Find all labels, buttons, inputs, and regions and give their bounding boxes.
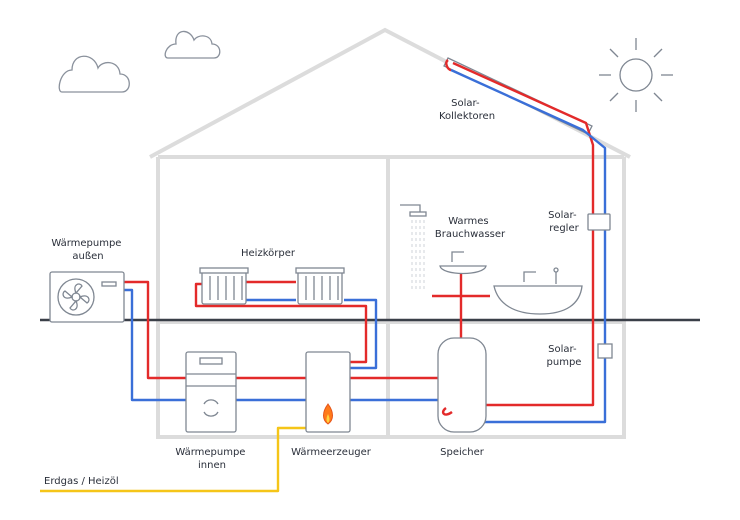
label-solar-collectors: Solar- Kollektoren: [439, 98, 495, 122]
radiator: [199, 267, 249, 305]
label-hot-water: Warmes Brauchwasser: [435, 216, 506, 240]
bathtub: [493, 267, 583, 315]
solar-controller: [587, 213, 611, 231]
outdoor-heat-pump: [49, 271, 125, 323]
flame-icon: [323, 403, 333, 425]
label-heat-generator: Wärmeerzeuger: [291, 447, 372, 458]
fuel-pipe: [40, 426, 320, 493]
label-solar-controller: Solar- regler: [548, 210, 580, 234]
heat-pump-generator-pipes: [236, 376, 308, 402]
sink: [439, 251, 487, 275]
generator-storage-pipes: [350, 376, 438, 402]
tap-icon: [451, 251, 464, 262]
label-radiators: Heizkörper: [241, 248, 296, 259]
fan-icon: [57, 278, 95, 316]
storage-tank: [437, 337, 487, 433]
cycle-arrows-icon: [203, 399, 219, 417]
radiator-pipes: [194, 280, 378, 370]
sun-icon: [599, 38, 673, 112]
hot-water-pipe: [432, 270, 490, 340]
cloud-icon: [164, 30, 221, 59]
tap-icon: [523, 267, 559, 284]
house-outline: [149, 27, 631, 439]
indoor-heat-pump: [185, 351, 237, 433]
solar-pump: [597, 343, 613, 359]
outdoor-heat-pump-pipes: [124, 280, 188, 402]
label-fuel: Erdgas / Heizöl: [44, 476, 119, 487]
label-solar-pump: Solar- pumpe: [547, 344, 582, 368]
heat-generator: [305, 351, 351, 433]
label-heat-pump-indoor: Wärmepumpe innen: [175, 447, 248, 471]
radiator: [295, 267, 345, 305]
label-heat-pump-outdoor: Wärmepumpe außen: [51, 238, 124, 262]
cloud-icon: [58, 55, 130, 93]
shower-icon: [400, 204, 427, 292]
label-storage-tank: Speicher: [440, 447, 485, 458]
